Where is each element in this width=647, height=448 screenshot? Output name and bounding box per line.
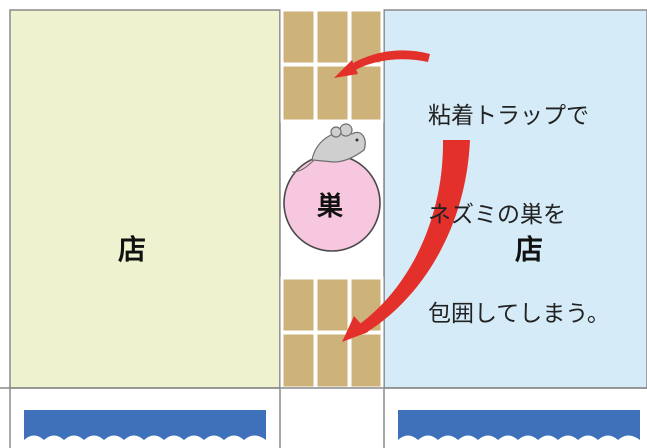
right-store	[383, 9, 647, 389]
right-awning	[398, 410, 640, 448]
arrow-icon	[334, 50, 470, 342]
glue-traps-bottom	[280, 276, 384, 390]
annotation: 粘着トラップで ネズミの巣を 包囲してしまう。	[428, 34, 610, 364]
nest-label: 巣	[317, 192, 344, 222]
annotation-line: 粘着トラップで	[428, 103, 589, 129]
left-store	[9, 9, 281, 389]
left-store-label: 店	[118, 233, 147, 266]
left-awning	[24, 410, 266, 448]
annotation-line: 包囲してしまう。	[428, 301, 610, 327]
right-store-label: 店	[515, 233, 544, 266]
glue-traps-top	[280, 8, 384, 123]
annotation-line: ネズミの巣を	[428, 202, 566, 228]
rat-icon	[291, 123, 366, 173]
